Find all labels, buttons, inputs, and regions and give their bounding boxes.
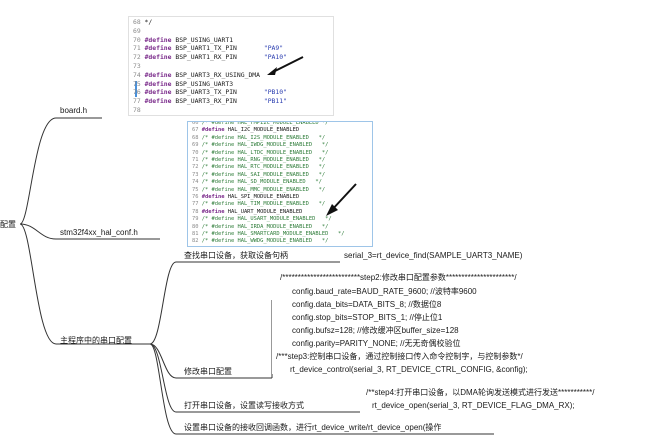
line-number: 76 bbox=[192, 194, 199, 200]
line-number: 69 bbox=[133, 26, 141, 35]
hal-conf-code-line: 80 /* #define HAL_IRDA_MODULE_ENABLED */ bbox=[192, 223, 329, 230]
line-number: 72 bbox=[192, 164, 199, 171]
board-h-code-line: 70 #define BSP_USING_UART1 bbox=[133, 35, 234, 44]
branch-main-uart-label: 主程序中的串口配置 bbox=[60, 336, 132, 345]
line-number: 66 bbox=[192, 121, 199, 126]
branch-main-uart: 主程序中的串口配置 bbox=[60, 336, 132, 346]
line-number: 67 bbox=[192, 127, 199, 134]
branch-board-h-label: board.h bbox=[60, 106, 88, 115]
hal-conf-code-line: 71 /* #define HAL_RNG_MODULE_ENABLED */ bbox=[192, 157, 326, 163]
sub-find-device-label: 查找串口设备，获取设备句柄 bbox=[184, 251, 288, 260]
line-number: 71 bbox=[192, 157, 199, 163]
config-line-2: config.data_bits=DATA_BITS_8; //数据位8 bbox=[292, 300, 442, 309]
line-number: 75 bbox=[192, 186, 199, 193]
sub-modify-config-label: 修改串口配置 bbox=[184, 367, 232, 376]
config-line-7: rt_device_control(serial_3, RT_DEVICE_CT… bbox=[290, 365, 528, 374]
line-number: 68 bbox=[133, 18, 141, 26]
connector-open bbox=[149, 343, 330, 413]
hal-conf-code-line: 68 /* #define HAL_I2S_MODULE_ENABLED */ bbox=[192, 134, 326, 141]
sub-modify-config: 修改串口配置 bbox=[184, 367, 232, 377]
hal-conf-code-line: 82 /* #define HAL_WWDG_MODULE_ENABLED */ bbox=[192, 238, 329, 245]
hal-conf-code-line: 67 #define HAL_I2C_MODULE_ENABLED bbox=[192, 127, 300, 134]
board-h-code-line: 76 #define BSP_UART3_TX_PIN "PB10" bbox=[133, 88, 287, 97]
config-line-6: /***step3:控制串口设备，通过控制接口传入命令控制字，与控制参数*/ bbox=[276, 352, 523, 361]
hal-conf-code-line: 72 /* #define HAL_RTC_MODULE_ENABLED */ bbox=[192, 164, 326, 171]
line-number: 78 bbox=[192, 208, 199, 215]
line-number: 73 bbox=[133, 62, 141, 70]
hal-conf-code-line: 69 /* #define HAL_IWDG_MODULE_ENABLED */ bbox=[192, 142, 329, 149]
line-number: 69 bbox=[192, 142, 199, 149]
hal-conf-code-line: 79 /* #define HAL_USART_MODULE_ENABLED *… bbox=[192, 216, 332, 223]
board-h-code-line: 68 */ bbox=[133, 18, 153, 26]
sub-open-device: 打开串口设备，设置读写接收方式 bbox=[184, 401, 304, 411]
config-line-3: config.stop_bits=STOP_BITS_1; //停止位1 bbox=[292, 313, 443, 322]
board-h-code-line: 73 bbox=[133, 62, 145, 70]
hal-conf-code-panel: 66 /* #define HAL_FMPI2C_MODULE_ENABLED … bbox=[187, 121, 373, 247]
open-code-block: /**step4:打开串口设备，以DMA轮询发送模式进行发送**********… bbox=[360, 386, 656, 414]
sub-set-callback-label: 设置串口设备的接收回调函数，进行rt_device_write/rt_devic… bbox=[184, 423, 442, 432]
line-number: 74 bbox=[133, 70, 141, 79]
hal-conf-code-line: 77 /* #define HAL_TIM_MODULE_ENABLED */ bbox=[192, 201, 326, 208]
hal-conf-code-line: 76 #define HAL_SPI_MODULE_ENABLED bbox=[192, 194, 300, 200]
connector-hal bbox=[19, 223, 160, 240]
config-code-block: /*************************step2:修改串口配置参数… bbox=[272, 270, 652, 374]
board-h-code-line: 77 #define BSP_UART3_RX_PIN "PB11" bbox=[133, 97, 287, 106]
find-device-code: serial_3=rt_device_find(SAMPLE_UART3_NAM… bbox=[344, 251, 522, 261]
sub-set-callback: 设置串口设备的接收回调函数，进行rt_device_write/rt_devic… bbox=[184, 423, 441, 433]
find-device-code-text: serial_3=rt_device_find(SAMPLE_UART3_NAM… bbox=[344, 251, 523, 260]
board-h-code-line: 78 bbox=[133, 106, 145, 114]
arrow-icon bbox=[267, 56, 304, 75]
open-line-1: rt_device_open(serial_3, RT_DEVICE_FLAG_… bbox=[372, 401, 575, 410]
line-number: 81 bbox=[192, 231, 199, 237]
hal-conf-code-line: 74 /* #define HAL_SD_MODULE_ENABLED */ bbox=[192, 179, 322, 186]
branch-hal-conf: stm32f4xx_hal_conf.h bbox=[60, 228, 138, 238]
line-number: 70 bbox=[192, 149, 199, 156]
arrow-icon bbox=[326, 183, 357, 216]
hal-conf-code-line: 81 /* #define HAL_SMARTCARD_MODULE_ENABL… bbox=[192, 231, 345, 237]
line-number: 79 bbox=[192, 216, 199, 223]
root-label: 配置 bbox=[0, 220, 16, 229]
root-node: 配置 bbox=[0, 220, 16, 230]
line-number: 70 bbox=[133, 35, 141, 44]
branch-board-h: board.h bbox=[60, 106, 87, 116]
line-number: 72 bbox=[133, 53, 141, 62]
line-number: 80 bbox=[192, 223, 199, 230]
line-number: 78 bbox=[133, 106, 141, 114]
hal-conf-code-line: 75 /* #define HAL_MMC_MODULE_ENABLED */ bbox=[192, 186, 326, 193]
line-number: 71 bbox=[133, 44, 141, 53]
line-number: 68 bbox=[192, 134, 199, 141]
connector-find bbox=[149, 261, 276, 345]
line-number: 75 bbox=[133, 79, 141, 88]
board-h-code-line: 75 #define BSP_USING_UART3 bbox=[133, 79, 234, 88]
config-line-1: config.baud_rate=BAUD_RATE_9600; //波特率96… bbox=[292, 287, 477, 296]
sub-find-device: 查找串口设备，获取设备句柄 bbox=[184, 251, 288, 261]
config-line-4: config.bufsz=128; //修改缓冲区buffer_size=128 bbox=[292, 326, 459, 335]
line-number: 77 bbox=[192, 201, 199, 208]
connector-main bbox=[19, 223, 150, 345]
connector-board bbox=[19, 117, 102, 225]
line-number: 74 bbox=[192, 179, 199, 186]
hal-conf-code-line: 73 /* #define HAL_SAI_MODULE_ENABLED */ bbox=[192, 171, 326, 178]
hal-conf-code-line: 78 #define HAL_UART_MODULE_ENABLED bbox=[192, 208, 303, 215]
line-number: 73 bbox=[192, 171, 199, 178]
branch-hal-conf-label: stm32f4xx_hal_conf.h bbox=[60, 228, 138, 237]
line-number: 77 bbox=[133, 97, 141, 106]
board-h-code-line: 74 #define BSP_UART3_RX_USING_DMA bbox=[133, 70, 260, 79]
line-number: 76 bbox=[133, 88, 141, 97]
board-h-code-line: 71 #define BSP_UART1_TX_PIN "PA9" bbox=[133, 44, 284, 53]
hal-conf-code-line: 70 /* #define HAL_LTDC_MODULE_ENABLED */ bbox=[192, 149, 329, 156]
board-h-gutter-mark bbox=[135, 81, 137, 97]
connector-config bbox=[149, 343, 272, 379]
hal-conf-code-line: 66 /* #define HAL_FMPI2C_MODULE_ENABLED … bbox=[192, 121, 329, 126]
board-h-code-line: 69 bbox=[133, 27, 145, 35]
config-line-5: config.parity=PARITY_NONE; //无无奇偶校验位 bbox=[292, 339, 461, 348]
config-line-0: /*************************step2:修改串口配置参数… bbox=[280, 273, 517, 282]
connector-callback bbox=[149, 343, 494, 435]
line-number: 82 bbox=[192, 238, 199, 245]
sub-open-device-label: 打开串口设备，设置读写接收方式 bbox=[184, 401, 304, 410]
open-line-0: /**step4:打开串口设备，以DMA轮询发送模式进行发送**********… bbox=[366, 388, 595, 397]
board-h-code-line: 72 #define BSP_UART1_RX_PIN "PA10" bbox=[133, 53, 287, 62]
